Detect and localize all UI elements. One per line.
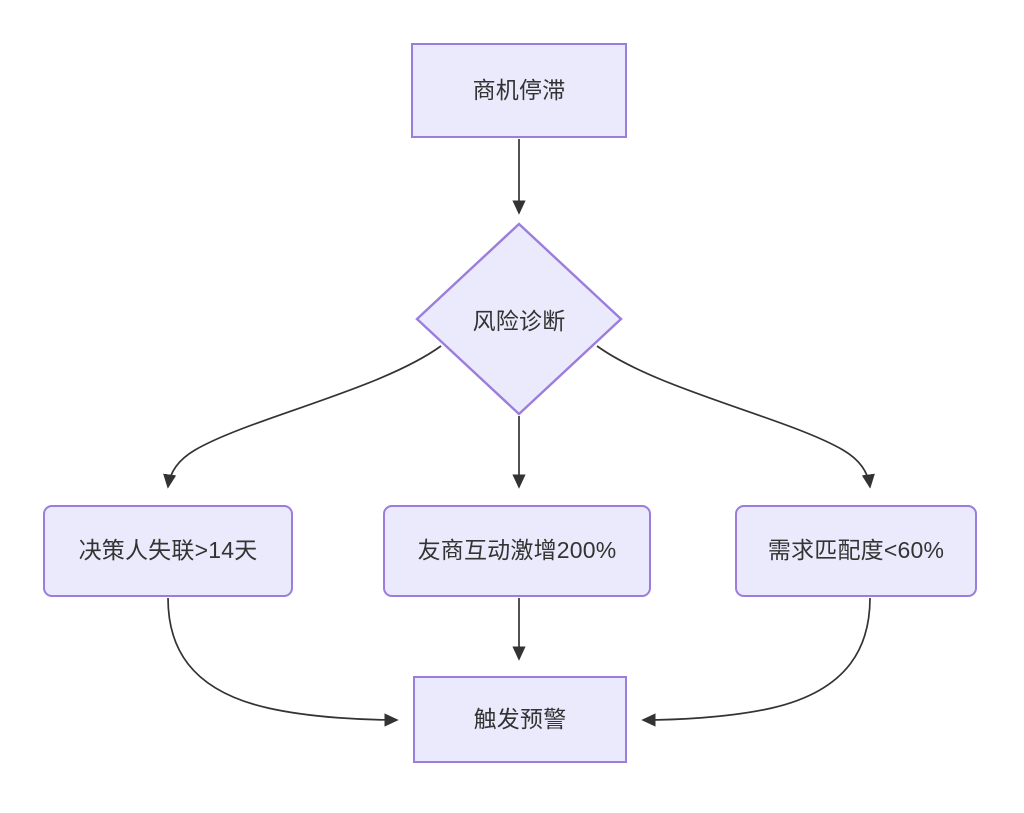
node-cond-right-label: 需求匹配度<60% [767,537,945,564]
edge-cond-right-to-alert [641,597,871,727]
node-cond-mid-label: 友商互动激增200% [417,537,617,564]
node-cond-mid[interactable]: 友商互动激增200% [383,505,651,597]
node-alert[interactable]: 触发预警 [413,676,627,763]
edge-decision-to-cond-right [596,345,875,489]
node-cond-right[interactable]: 需求匹配度<60% [735,505,977,597]
diamond-shape-icon [415,222,623,416]
node-cond-left[interactable]: 决策人失联>14天 [43,505,293,597]
node-cond-left-label: 决策人失联>14天 [78,537,258,564]
edge-decision-to-cond-left [163,345,442,489]
node-decision[interactable]: 风险诊断 [415,222,623,416]
edge-cond-left-to-alert [167,597,399,727]
node-decision-label: 风险诊断 [472,308,566,334]
node-alert-label: 触发预警 [473,705,567,732]
node-start[interactable]: 商机停滞 [411,43,627,138]
node-start-label: 商机停滞 [472,76,566,103]
